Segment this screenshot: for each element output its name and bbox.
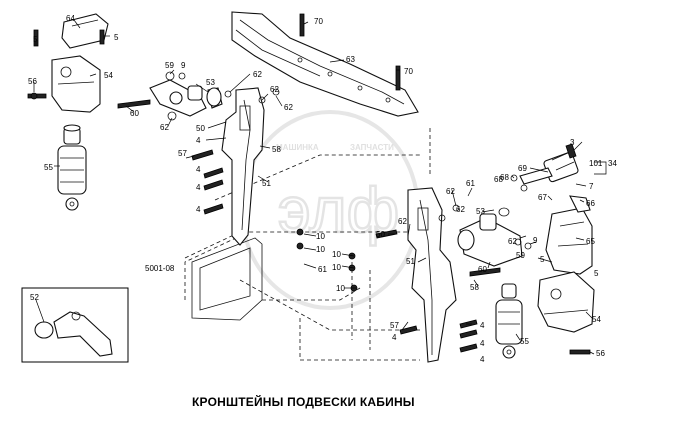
callout-7: 7 bbox=[589, 182, 594, 191]
cam-assembly-101 bbox=[510, 143, 591, 213]
callout-69: 69 bbox=[518, 164, 527, 173]
callout-68: 68 bbox=[500, 173, 509, 182]
callout-54: 54 bbox=[104, 71, 113, 80]
callout-10: 10 bbox=[316, 245, 325, 254]
callout-10: 10 bbox=[332, 250, 341, 259]
callout-5: 5 bbox=[540, 255, 545, 264]
callout-57: 57 bbox=[390, 321, 399, 330]
callout-4: 4 bbox=[196, 165, 201, 174]
callout-5: 5 bbox=[594, 269, 599, 278]
callout-62: 62 bbox=[446, 187, 455, 196]
callout-59: 59 bbox=[165, 61, 174, 70]
callout-60: 60 bbox=[478, 265, 487, 274]
mount-assembly-left bbox=[27, 13, 109, 211]
callout-66: 66 bbox=[586, 199, 595, 208]
callout-10: 10 bbox=[336, 284, 345, 293]
callout-5: 5 bbox=[33, 35, 38, 44]
callout-70: 70 bbox=[404, 67, 413, 76]
callout-50: 50 bbox=[376, 230, 385, 239]
callout-53: 53 bbox=[206, 78, 215, 87]
callout-5: 5 bbox=[114, 33, 119, 42]
callout-labels: 64 5 5 56 54 55 70 70 63 59 9 53 62 62 6… bbox=[28, 14, 617, 364]
callout-63: 63 bbox=[346, 55, 355, 64]
callout-4: 4 bbox=[196, 183, 201, 192]
callout-62: 62 bbox=[270, 85, 279, 94]
callout-58: 58 bbox=[470, 283, 479, 292]
callout-55: 55 bbox=[44, 163, 53, 172]
callout-57: 57 bbox=[178, 149, 187, 158]
callout-4: 4 bbox=[196, 136, 201, 145]
callout-4: 4 bbox=[196, 205, 201, 214]
callout-51: 51 bbox=[406, 257, 415, 266]
callout-60: 60 bbox=[130, 109, 139, 118]
diagram-title: КРОНШТЕЙНЫ ПОДВЕСКИ КАБИНЫ bbox=[192, 394, 415, 409]
callout-58: 58 bbox=[272, 145, 281, 154]
callout-4: 4 bbox=[480, 355, 485, 364]
callout-62: 62 bbox=[253, 70, 262, 79]
callout-56: 56 bbox=[28, 77, 37, 86]
callout-10: 10 bbox=[332, 263, 341, 272]
callout-61: 61 bbox=[318, 265, 327, 274]
callout-3: 3 bbox=[570, 138, 575, 147]
callout-101: 101 bbox=[589, 159, 603, 168]
inset-detail-52 bbox=[21, 287, 129, 363]
callout-56: 56 bbox=[596, 349, 605, 358]
callout-64: 64 bbox=[66, 14, 75, 23]
callout-4: 4 bbox=[480, 321, 485, 330]
callout-62: 62 bbox=[284, 103, 293, 112]
callout-67: 67 bbox=[538, 193, 547, 202]
callout-4: 4 bbox=[392, 333, 397, 342]
watermark-text-left: МАШИНКА bbox=[276, 143, 319, 152]
callout-55: 55 bbox=[520, 337, 529, 346]
mount-assembly-right bbox=[495, 207, 595, 359]
callout-4: 4 bbox=[480, 339, 485, 348]
callout-53: 53 bbox=[476, 207, 485, 216]
crossmember-63 bbox=[231, 11, 419, 117]
callout-52: 52 bbox=[30, 293, 39, 302]
callout-9: 9 bbox=[533, 236, 538, 245]
callout-62: 62 bbox=[456, 205, 465, 214]
damper-linkage-right bbox=[438, 204, 532, 277]
callout-62: 62 bbox=[508, 237, 517, 246]
callout-62: 62 bbox=[398, 217, 407, 226]
callout-65: 65 bbox=[586, 237, 595, 246]
callout-50: 50 bbox=[196, 124, 205, 133]
leader-lines bbox=[33, 19, 607, 355]
damper-linkage-left bbox=[117, 71, 280, 121]
callout-51: 51 bbox=[262, 179, 271, 188]
watermark-text-right: ЗАПЧАСТИ bbox=[350, 143, 394, 152]
callout-70: 70 bbox=[314, 17, 323, 26]
callout-10: 10 bbox=[316, 232, 325, 241]
watermark: элф МАШИНКА ЗАПЧАСТИ bbox=[240, 110, 420, 310]
bracket-51-left bbox=[221, 87, 265, 246]
callout-61: 61 bbox=[466, 179, 475, 188]
callout-68: 68 bbox=[494, 175, 503, 184]
callout-34: 34 bbox=[608, 159, 617, 168]
callout-54: 54 bbox=[592, 315, 601, 324]
callout-5001-08: 5001-08 bbox=[145, 264, 175, 273]
bracket-51-right bbox=[407, 187, 457, 363]
callout-62: 62 bbox=[160, 123, 169, 132]
callout-59: 59 bbox=[516, 251, 525, 260]
callout-9: 9 bbox=[181, 61, 186, 70]
